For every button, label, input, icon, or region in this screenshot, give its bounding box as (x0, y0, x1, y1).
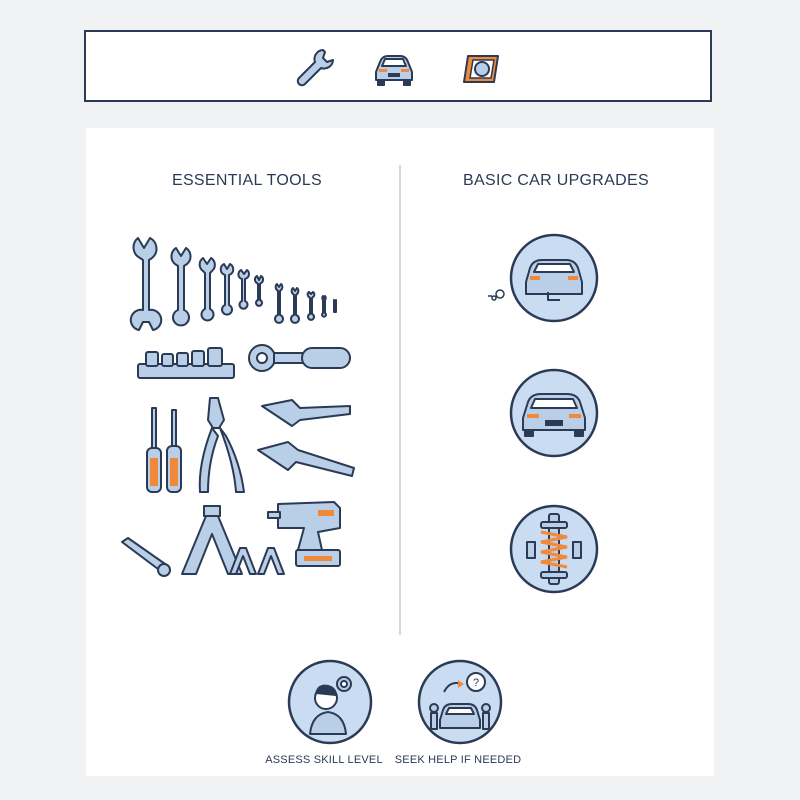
headlight-icon[interactable] (456, 44, 504, 92)
wrench-set-icon (129, 237, 337, 331)
car-front-icon[interactable] (370, 44, 418, 92)
car-exhaust-icon[interactable] (486, 233, 606, 324)
essential-tools-heading: ESSENTIAL TOOLS (171, 172, 323, 189)
assess-skill-icon[interactable] (286, 658, 374, 746)
seek-help-caption: SEEK HELP IF NEEDED (394, 754, 522, 766)
suspension-coilover-icon[interactable] (507, 502, 601, 596)
wrench-icon[interactable] (291, 44, 339, 92)
socket-ratchet-set-icon (137, 344, 351, 379)
assess-skill-caption: ASSESS SKILL LEVEL (265, 754, 383, 766)
car-front-upgrade-icon[interactable] (507, 366, 601, 460)
basic-upgrades-heading: BASIC CAR UPGRADES (463, 172, 649, 189)
seek-help-icon[interactable]: ? (416, 658, 504, 746)
jack-stands-drill-icon (121, 501, 341, 577)
top-icon-bar (84, 30, 712, 102)
svg-text:?: ? (473, 677, 479, 689)
screwdrivers-pliers-icon (146, 397, 355, 493)
section-divider (399, 165, 401, 635)
